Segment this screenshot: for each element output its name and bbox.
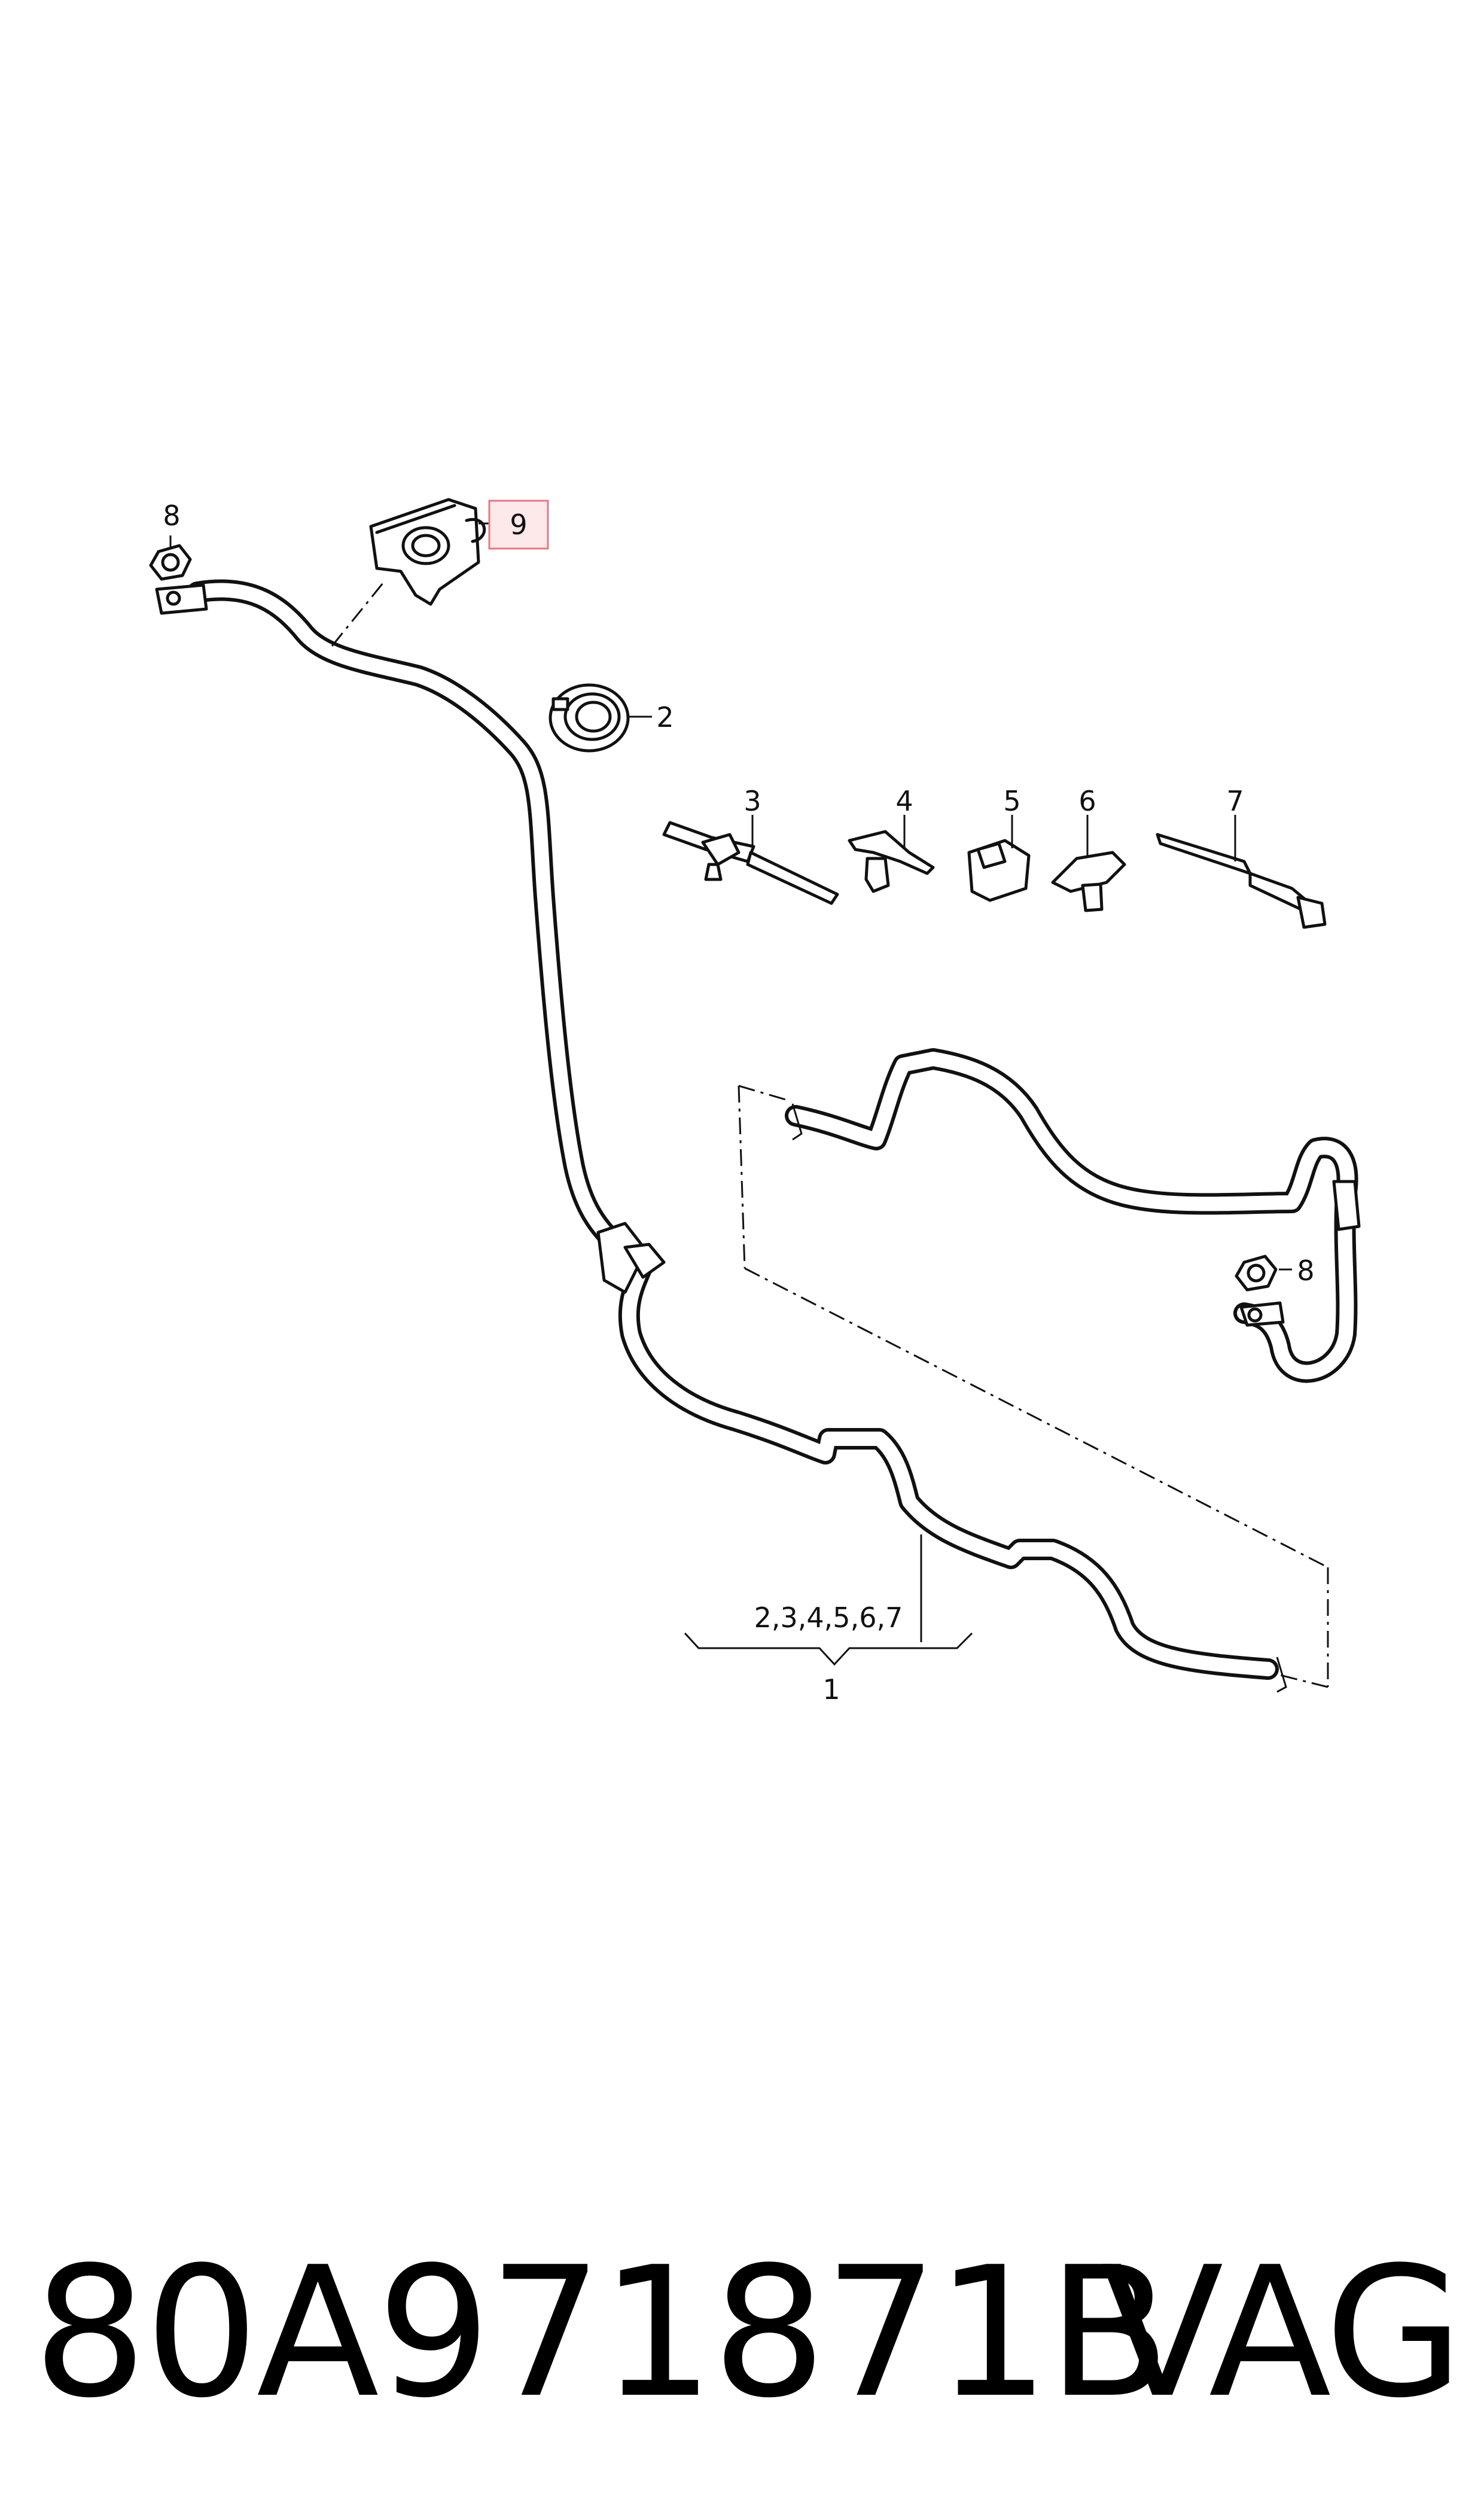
- callout-group[interactable]: 2,3,4,5,6,7: [754, 1601, 903, 1634]
- part-8-nut-left: [149, 535, 208, 615]
- part-2-grommet: [548, 683, 652, 753]
- callout-9[interactable]: 9: [510, 509, 527, 541]
- footer: 80A971871B VAG: [0, 2237, 1484, 2429]
- callout-6[interactable]: 6: [1078, 785, 1096, 817]
- callout-9-highlight: [488, 500, 549, 550]
- callout-1[interactable]: 1: [822, 1673, 840, 1706]
- part-number: 80A971871B: [33, 2228, 1171, 2437]
- group-bracket: [684, 1534, 973, 1666]
- callout-8-right[interactable]: 8: [1297, 1255, 1314, 1287]
- part-7-cable-tie: [1156, 815, 1327, 929]
- callout-8-left[interactable]: 8: [163, 500, 180, 532]
- callout-2[interactable]: 2: [656, 701, 674, 733]
- part-4-bracket: [848, 815, 935, 893]
- brand-label: VAG: [1101, 2228, 1464, 2437]
- wiring-harness: [187, 579, 1361, 1693]
- part-8-nut-right: [1235, 1255, 1292, 1327]
- part-6-clip-pin: [1051, 815, 1126, 912]
- callout-5[interactable]: 5: [1003, 785, 1020, 817]
- phantom-lines: [331, 583, 1329, 1688]
- callout-4[interactable]: 4: [895, 785, 913, 817]
- part-9-holder: [369, 498, 489, 606]
- callout-3[interactable]: 3: [743, 785, 761, 817]
- callout-7[interactable]: 7: [1226, 785, 1244, 817]
- part-3-cable-tie-clip: [662, 815, 839, 905]
- part-5-clip: [967, 815, 1031, 902]
